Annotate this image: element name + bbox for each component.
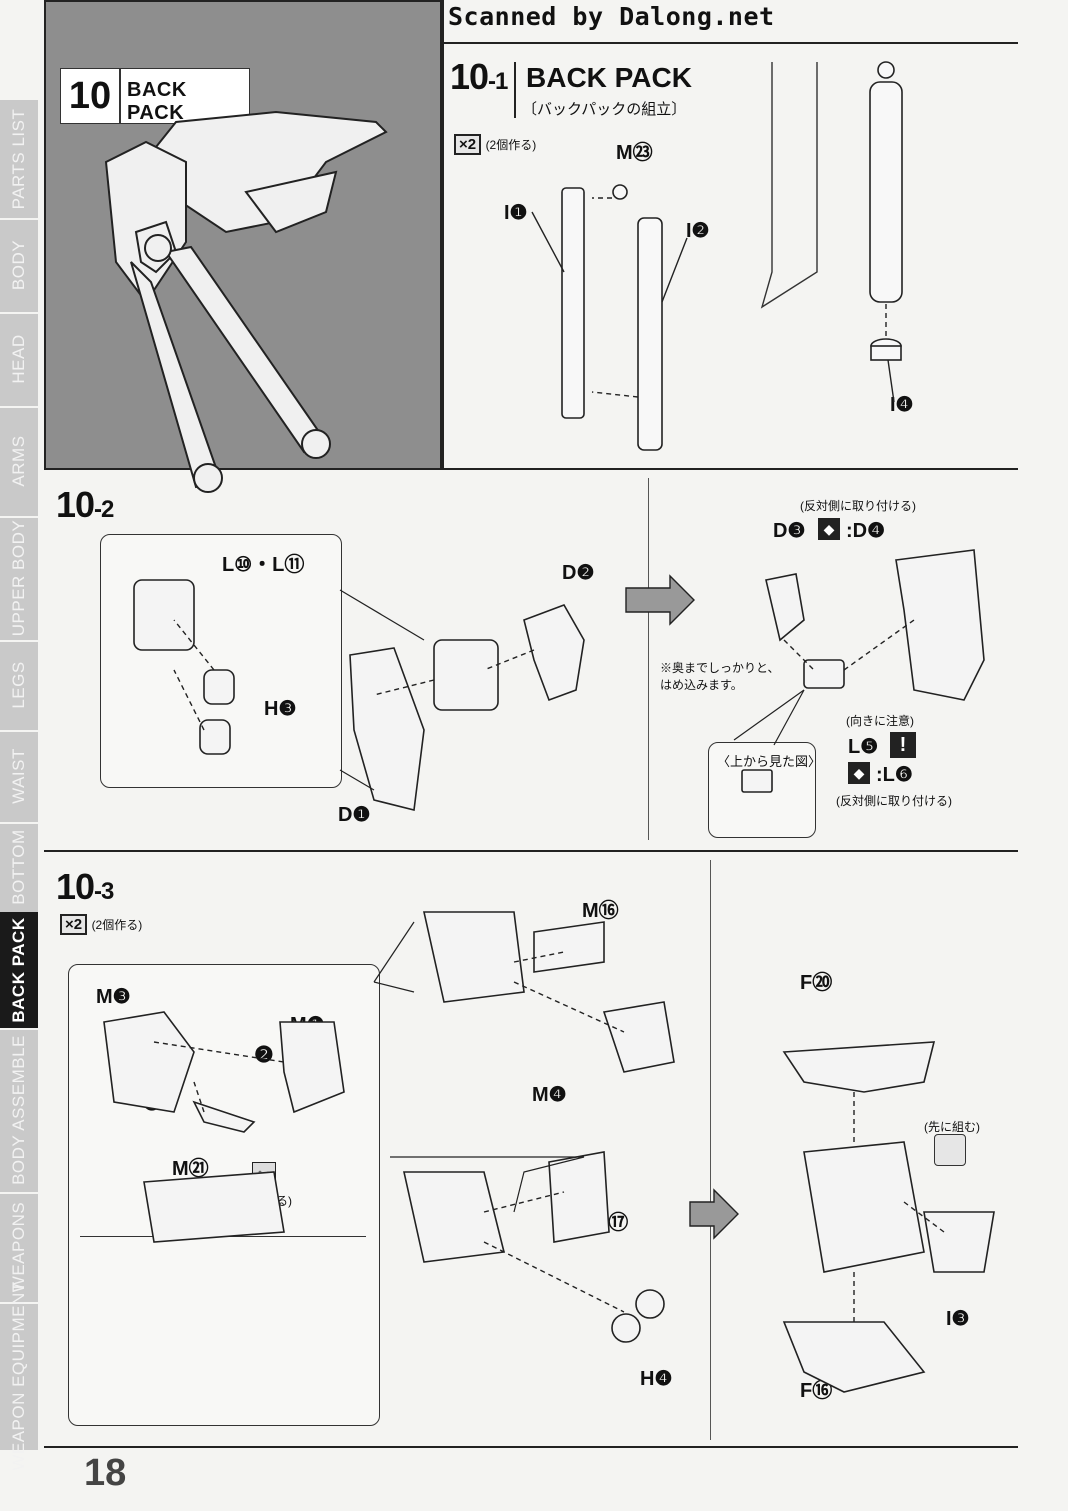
side-tab-bottom[interactable]: BOTTOM — [0, 822, 38, 914]
footer-divider — [44, 1446, 1018, 1448]
side-tab-head[interactable]: HEAD — [0, 312, 38, 408]
side-tab-waist[interactable]: WAIST — [0, 730, 38, 824]
order-mark: ❷ — [254, 1042, 274, 1067]
side-tab-label: BACK PACK — [9, 917, 28, 1023]
pre-assemble-icon — [934, 1134, 966, 1166]
multiplier-note: (2個作る) — [485, 138, 537, 152]
scan-credit: Scanned by Dalong.net — [448, 2, 775, 31]
hero-right-border — [442, 0, 444, 470]
side-tab-label: HEAD — [9, 334, 28, 384]
part-label: F⑯ — [800, 1380, 833, 1402]
part-label: M❹ — [532, 1084, 567, 1106]
part-label: D❷ — [562, 562, 595, 584]
mirror-icon: ◆ — [818, 518, 840, 540]
divider-10-3 — [44, 850, 1018, 852]
note-opposite-bottom: (反対側に取り付ける) — [836, 794, 952, 808]
note-opposite-top: (反対側に取り付ける) — [800, 499, 916, 513]
step-10-3-diagram — [103, 911, 995, 1393]
part-label: F⑳ — [800, 972, 833, 994]
side-tab-arms[interactable]: ARMS — [0, 406, 38, 518]
side-tab-label: BODY ASSEMBLE — [9, 1035, 28, 1185]
step-10-2-number: 10-2 — [56, 484, 114, 525]
header-divider — [442, 42, 1018, 44]
side-tab-legs[interactable]: LEGS — [0, 640, 38, 732]
step-10-1-multiplier: ×2 (2個作る) — [454, 134, 536, 155]
step-10-1-title: BACK PACK — [526, 62, 692, 93]
page-number: 18 — [84, 1452, 127, 1494]
part-label: H❹ — [640, 1368, 673, 1390]
part-label: D❶ — [338, 804, 371, 826]
side-tab-back-pack[interactable]: BACK PACK — [0, 912, 38, 1030]
section-tag: 10 BACK PACK — [60, 68, 250, 124]
section-title: BACK PACK — [127, 79, 187, 124]
side-tab-body-assemble[interactable]: BODY ASSEMBLE — [0, 1028, 38, 1194]
multiplier-badge: ×2 — [60, 914, 88, 935]
part-label: :D❹ — [846, 520, 886, 542]
side-tab-label: WAIST — [9, 748, 28, 804]
side-tab-parts-list[interactable]: PARTS LIST — [0, 100, 38, 220]
caution-icon: ! — [890, 732, 916, 758]
multiplier-badge: ×2 — [454, 134, 482, 155]
part-label: I❸ — [946, 1308, 970, 1330]
side-tab-label: BODY — [9, 239, 28, 291]
top-view-label: 〈上から見た図〉 — [717, 754, 822, 769]
step-10-1-rule — [514, 62, 516, 118]
side-tab-upper-body[interactable]: UPPER BODY — [0, 516, 38, 642]
side-tab-label: BOTTOM — [9, 829, 28, 905]
side-tab-bar: PARTS LIST BODY HEAD ARMS UPPER BODY LEGS WAIS… — [0, 100, 38, 1471]
side-tab-label: UPPER BODY — [9, 519, 28, 637]
side-tab-label: WEAPONS — [9, 1201, 28, 1293]
step-10-1-number: 10-1 — [450, 56, 508, 97]
part-label: D❸ — [773, 520, 806, 542]
side-tab-label: ARMS — [9, 435, 28, 487]
part-label: I❷ — [686, 220, 710, 242]
part-label: L⑩・L⑪ — [222, 554, 305, 576]
divider-10-2-split — [648, 478, 649, 840]
side-tab-weapon-equipment[interactable]: WEAPON EQUIPMENT — [0, 1281, 38, 1471]
part-label: H❸ — [264, 698, 297, 720]
backpack-illustration — [104, 110, 388, 493]
hero-panel: 10 BACK PACK — [44, 0, 442, 493]
note-press-fit: ※奥までしっかりと、 はめ込みます。 — [660, 661, 780, 692]
step-10-3-number: 10-3 — [56, 866, 114, 907]
mirror-icon: ◆ — [848, 762, 870, 784]
multiplier-note: (2個作る) — [91, 918, 143, 932]
part-label: M⑯ — [582, 900, 619, 922]
side-tab-label: LEGS — [9, 661, 28, 709]
note-direction: (向きに注意) — [846, 714, 914, 728]
side-tab-label: WEAPON EQUIPMENT — [9, 1281, 28, 1471]
part-label: :L❻ — [876, 764, 913, 786]
part-label: M❸ — [96, 986, 131, 1008]
step-10-2-diagram — [133, 549, 985, 811]
part-label: I❶ — [504, 202, 528, 224]
side-tab-label: PARTS LIST — [9, 108, 28, 210]
part-label: M㉓ — [616, 142, 653, 164]
step-10-1-diagram — [531, 61, 903, 451]
step-10-1-subtitle: 〔バックパックの組立〕 — [522, 101, 687, 118]
pre-assemble-note: (先に組む) — [924, 1120, 980, 1134]
part-label: I❹ — [890, 394, 914, 416]
side-tab-weapons[interactable]: WEAPONS — [0, 1192, 38, 1304]
section-number: 10 — [61, 69, 121, 123]
part-label: M㉑ — [172, 1158, 209, 1180]
step-10-3-multiplier: ×2 (2個作る) — [60, 914, 142, 935]
divider-10-2 — [44, 468, 1018, 470]
divider-10-3-split — [710, 860, 711, 1440]
side-tab-body[interactable]: BODY — [0, 218, 38, 314]
part-label: L❺ — [848, 736, 879, 758]
